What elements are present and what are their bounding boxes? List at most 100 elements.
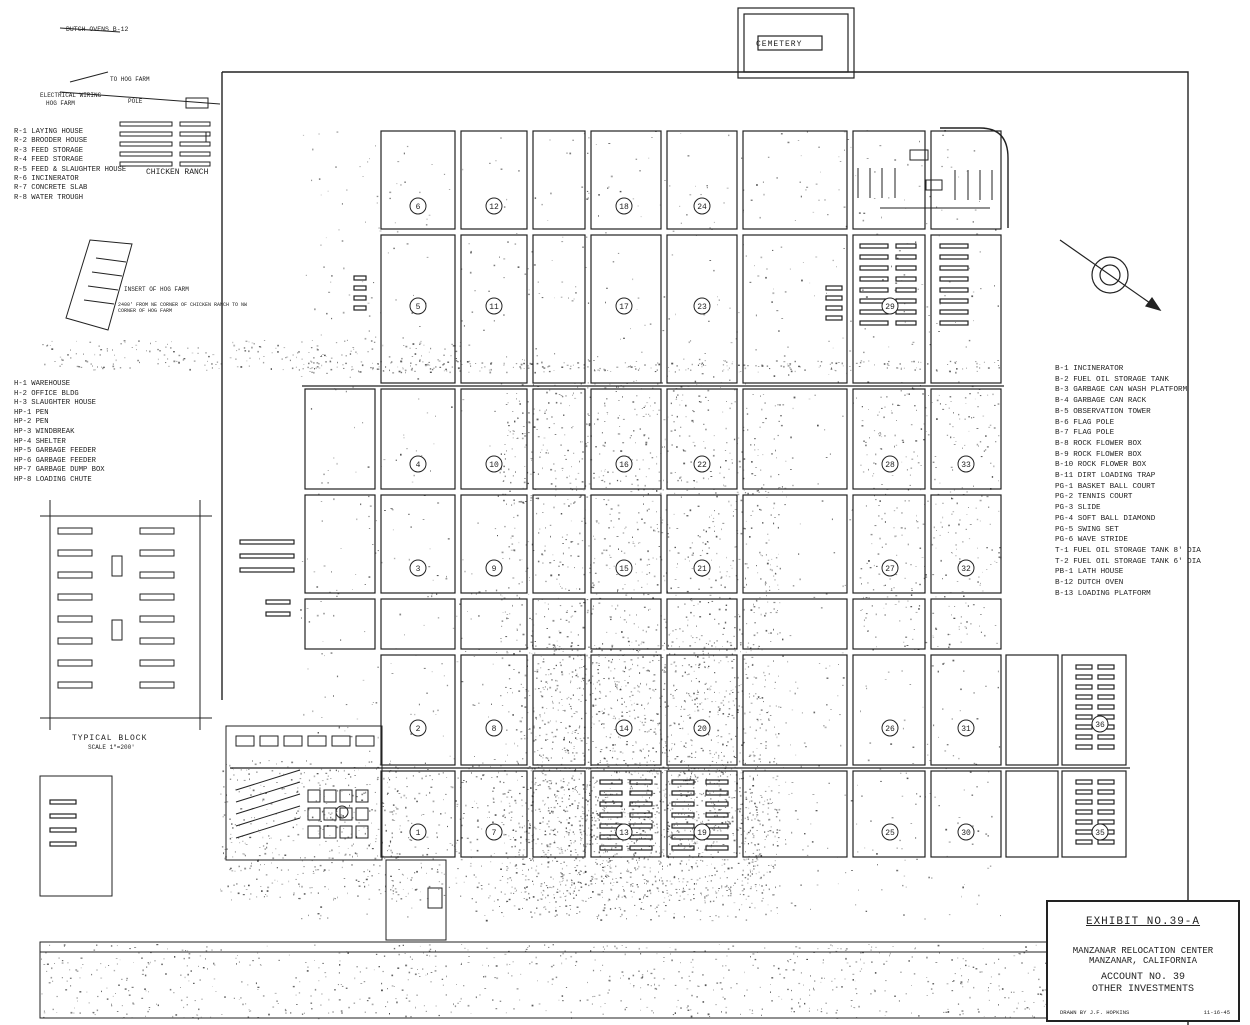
block-marker (881, 719, 899, 737)
block-marker (957, 719, 975, 737)
block-number: 31 (961, 725, 971, 734)
legend-item: B-7 FLAG POLE (1055, 429, 1115, 438)
legend-item: H-3 SLAUGHTER HOUSE (14, 399, 96, 408)
block-grid (49, 130, 1130, 858)
block-marker (615, 197, 633, 215)
chicken-ranch-label: CHICKEN RANCH (146, 168, 209, 177)
block-number: 11 (489, 303, 499, 312)
block-marker (957, 455, 975, 473)
legend-item: HP-8 LOADING CHUTE (14, 475, 92, 484)
insert-note: 2400' FROM NE CORNER OF CHICKEN RANCH TO… (118, 302, 248, 314)
legend-item: PG-2 TENNIS COURT (1055, 493, 1133, 502)
center-name: MANZANAR RELOCATION CENTER (1072, 946, 1214, 956)
legend-item: T-2 FUEL OIL STORAGE TANK 6' DIA (1055, 557, 1201, 566)
legend-item: T-1 FUEL OIL STORAGE TANK 8' DIA (1055, 546, 1201, 555)
legend-item: B-9 ROCK FLOWER BOX (1055, 450, 1142, 459)
block-number: 24 (697, 203, 707, 212)
legend-item: PB-1 LATH HOUSE (1055, 568, 1124, 577)
legend-item: B-5 OBSERVATION TOWER (1055, 407, 1151, 416)
account-number: ACCOUNT NO. 39 (1100, 972, 1185, 983)
block-marker (693, 197, 711, 215)
block-marker (693, 823, 711, 841)
legend-item: PG-4 SOFT BALL DIAMOND (1055, 514, 1156, 523)
legend-item: B-8 ROCK FLOWER BOX (1055, 439, 1142, 448)
block-number: 22 (697, 461, 707, 470)
legend-item: PG-6 WAVE STRIDE (1055, 536, 1128, 545)
pole-label: POLE (128, 98, 143, 105)
legend-item: PG-5 SWING SET (1055, 525, 1119, 534)
legend-item: PG-3 SLIDE (1055, 504, 1101, 513)
block-number: 16 (619, 461, 629, 470)
cemetery (737, 7, 855, 79)
legend-item: PG-1 BASKET BALL COURT (1055, 482, 1156, 491)
legend-item: HP-5 GARBAGE FEEDER (14, 447, 96, 456)
legend-item: R-3 FEED STORAGE (14, 146, 84, 155)
block-marker (615, 297, 633, 315)
block-marker (615, 559, 633, 577)
block-marker (485, 455, 503, 473)
legend-item: H-1 WAREHOUSE (14, 380, 71, 388)
drawing-date: 11-16-45 (1203, 1009, 1230, 1016)
block-number: 4 (416, 461, 421, 470)
block-number: 28 (885, 461, 895, 470)
legend-item: R-5 FEED & SLAUGHTER HOUSE (14, 165, 127, 174)
block-number: 21 (697, 565, 707, 574)
block-marker (693, 455, 711, 473)
legend-item: HP-1 PEN (14, 408, 49, 417)
block-marker (485, 197, 503, 215)
electrical-wiring-label: ELECTRICAL WIRING (40, 92, 102, 99)
legend-item: HP-2 PEN (14, 418, 49, 427)
block-number: 29 (885, 303, 895, 312)
block-marker (485, 823, 503, 841)
facilities-legend: B-1 INCINERATOR B-2 FUEL OIL STORAGE TAN… (1055, 364, 1201, 599)
legend-item: B-13 LOADING PLATFORM (1055, 589, 1151, 598)
legend-item: R-6 INCINERATOR (14, 175, 79, 184)
block-number: 9 (492, 565, 497, 574)
block-marker (693, 719, 711, 737)
legend-item: HP-4 SHELTER (14, 437, 66, 446)
block-marker (409, 197, 427, 215)
block-number: 2 (416, 725, 421, 734)
legend-item: B-3 GARBAGE CAN WASH PLATFORM (1055, 386, 1188, 395)
hospital-area (225, 725, 447, 941)
legend-item: R-8 WATER TROUGH (14, 193, 84, 202)
block-number: 14 (619, 725, 629, 734)
block-marker (881, 455, 899, 473)
legend-item: HP-6 GARBAGE FEEDER (14, 456, 96, 465)
drawn-by: DRAWN BY J.F. HOPKINS (1060, 1009, 1130, 1016)
drawing-subject: OTHER INVESTMENTS (1091, 984, 1195, 995)
block-number: 20 (697, 725, 707, 734)
legend-item: HP-3 WINDBREAK (14, 427, 75, 436)
block-number: 13 (619, 829, 629, 838)
hog-farm-label: HOG FARM (46, 100, 75, 107)
block-number: 30 (961, 829, 971, 838)
block-marker (409, 823, 427, 841)
hog-farm-insert (65, 239, 133, 331)
title-block: EXHIBIT NO.39-A MANZANAR RELOCATION CENT… (1046, 900, 1240, 1022)
block-number: 36 (1095, 721, 1105, 730)
center-location: MANZANAR, CALIFORNIA (1088, 956, 1198, 966)
block-number: 18 (619, 203, 629, 212)
legend-item: R-2 BROODER HOUSE (14, 137, 88, 146)
legend-item: H-2 OFFICE BLDG (14, 389, 79, 398)
block-number: 27 (885, 565, 895, 574)
block-marker (881, 823, 899, 841)
block-number: 5 (416, 303, 421, 312)
block-marker (615, 719, 633, 737)
block-number: 1 (416, 829, 421, 838)
scale-label: SCALE 1"=200' (88, 744, 135, 751)
insert-hog-farm-label: INSERT OF HOG FARM (124, 286, 189, 293)
legend-item: B-12 DUTCH OVEN (1055, 579, 1124, 588)
block-marker (957, 823, 975, 841)
legend-item: B-11 DIRT LOADING TRAP (1055, 472, 1156, 481)
block-number: 8 (492, 725, 497, 734)
block-number: 32 (961, 565, 971, 574)
block-marker (409, 297, 427, 315)
block-number: 12 (489, 203, 499, 212)
legend-item: B-2 FUEL OIL STORAGE TANK (1055, 375, 1169, 384)
legend-item: R-4 FEED STORAGE (14, 156, 84, 165)
block-number: 25 (885, 829, 895, 838)
legend-item: HP-7 GARBAGE DUMP BOX (14, 466, 105, 475)
